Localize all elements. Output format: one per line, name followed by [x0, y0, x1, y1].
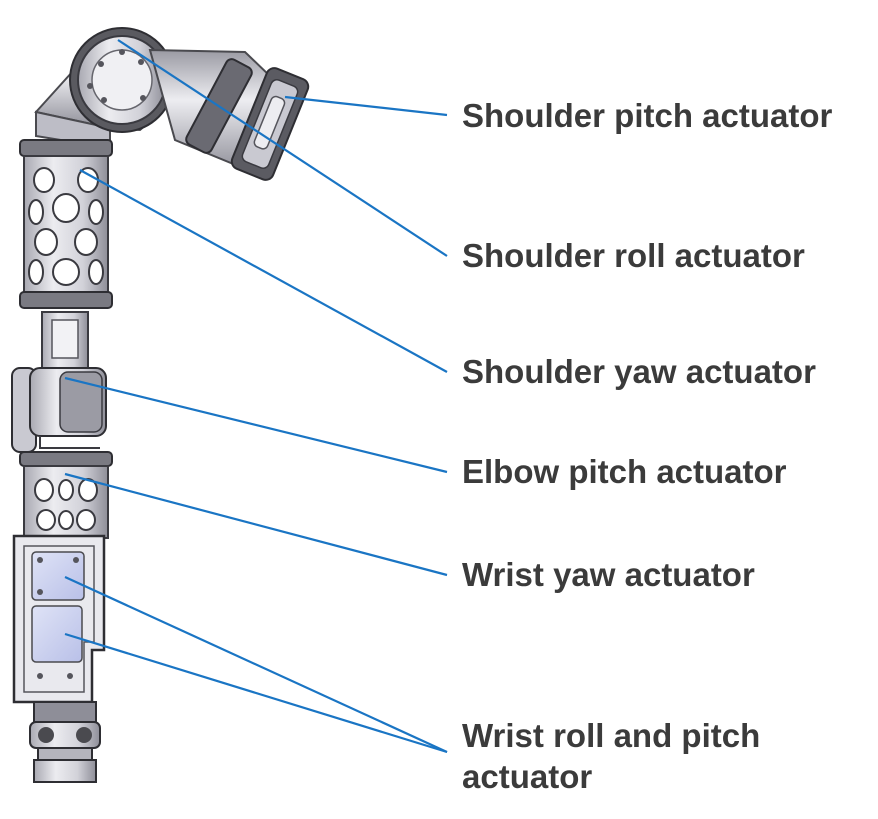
leader-shoulder-yaw: [79, 169, 448, 373]
label-shoulder-pitch: Shoulder pitch actuator: [462, 97, 833, 134]
leader-wrist-pitch: [64, 632, 448, 754]
wrist-housing: [12, 534, 106, 783]
leader-elbow-pitch: [64, 376, 448, 474]
leader-lines: [64, 39, 448, 754]
forearm-cage: [19, 451, 113, 539]
label-shoulder-yaw: Shoulder yaw actuator: [462, 353, 816, 390]
leader-wrist-roll: [64, 575, 448, 754]
label-wrist-roll-pitch-line1: Wrist roll and pitch: [462, 717, 761, 754]
shoulder-yaw-connector: [41, 311, 89, 369]
label-shoulder-roll: Shoulder roll actuator: [462, 237, 805, 274]
label-elbow-pitch: Elbow pitch actuator: [462, 453, 787, 490]
label-wrist-roll-pitch-line2: actuator: [462, 758, 593, 795]
elbow-pitch-assembly: [11, 367, 107, 453]
leader-shoulder-roll: [117, 39, 448, 257]
leader-wrist-yaw: [64, 472, 448, 577]
label-wrist-yaw: Wrist yaw actuator: [462, 556, 755, 593]
leader-shoulder-pitch: [284, 95, 448, 117]
upper-arm-cage: [19, 139, 113, 309]
shoulder-pitch-assembly: [34, 27, 310, 181]
